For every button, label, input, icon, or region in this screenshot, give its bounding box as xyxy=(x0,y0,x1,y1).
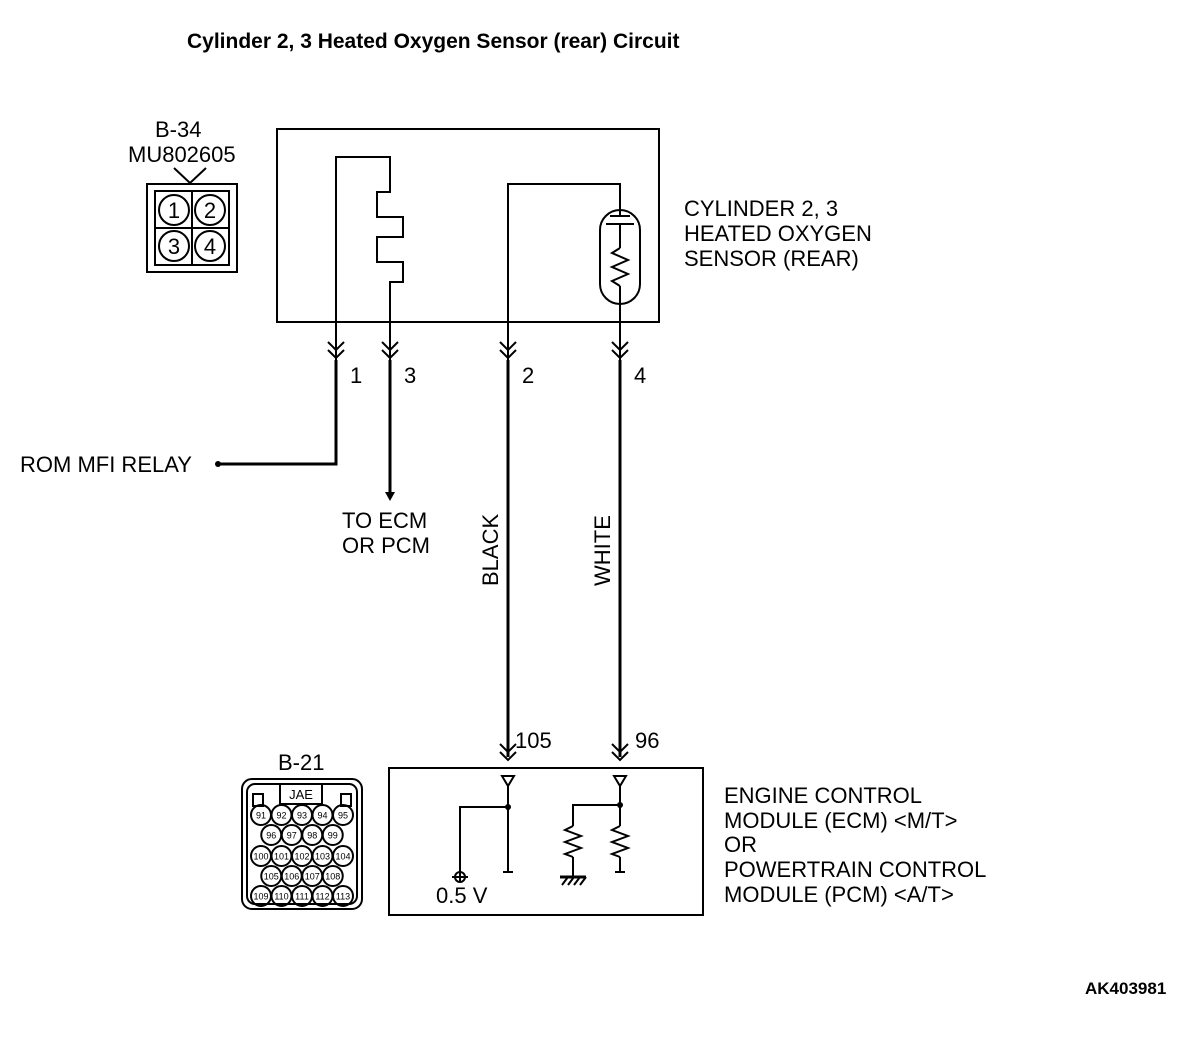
resistor-icon xyxy=(609,247,631,287)
ecm-module: 0.5 V ENGINE CONTROL MODULE (ECM) <M/T> … xyxy=(388,767,986,916)
connector-b21-pin-label: 106 xyxy=(284,872,299,882)
connector-b34-id: B-34 xyxy=(155,117,201,142)
terminal-chevron-icon xyxy=(611,743,629,754)
connector-b34-pin: 3 xyxy=(168,234,180,259)
connector-b21-pin-label: 100 xyxy=(253,852,268,862)
connector-latch-icon xyxy=(173,167,207,185)
pin-circle xyxy=(158,230,190,262)
voltage-label: 0.5 V xyxy=(436,883,488,908)
connector-b21-pin-label: 94 xyxy=(317,811,327,821)
connector-b21-pin-label: 105 xyxy=(264,872,279,882)
connector-b21-pin-label: 104 xyxy=(335,852,350,862)
connector-b21-id: B-21 xyxy=(278,750,324,775)
relay-label: ROM MFI RELAY xyxy=(20,452,192,477)
ecm-label-line2: MODULE (ECM) <M/T> xyxy=(724,808,957,833)
ecm-label-line1: ENGINE CONTROL xyxy=(724,783,922,808)
connector-b21-pin-circle xyxy=(332,804,354,826)
ecm-label-line4: POWERTRAIN CONTROL xyxy=(724,857,986,882)
connector-b21-pin-label: 93 xyxy=(297,811,307,821)
sensor-box xyxy=(276,128,660,323)
wire-color-black: BLACK xyxy=(478,514,503,586)
wire-black: BLACK 105 xyxy=(478,360,552,762)
connector-b21-pin-circle xyxy=(321,824,344,846)
sensor-label-line2: HEATED OXYGEN xyxy=(684,221,872,246)
sensor-label-line3: SENSOR (REAR) xyxy=(684,246,859,271)
wire-to-ecm: TO ECM OR PCM xyxy=(342,360,430,558)
diagram-title: Cylinder 2, 3 Heated Oxygen Sensor (rear… xyxy=(187,30,680,53)
pin-circle xyxy=(158,194,190,226)
connector-b34-pin: 4 xyxy=(204,234,216,259)
heater-element-icon xyxy=(335,156,404,322)
to-ecm-line1: TO ECM xyxy=(342,508,427,533)
sensor-connector-terminals: 1 3 2 4 xyxy=(327,322,646,388)
connector-b21-pin-label: 110 xyxy=(274,892,288,902)
connector-b21-brand-box xyxy=(279,783,323,805)
connector-b21-pin-label: 111 xyxy=(295,892,309,902)
connector-b21-pin-circle xyxy=(321,865,344,887)
wire-color-white: WHITE xyxy=(590,515,615,586)
connector-b34: B-34 MU802605 1 2 3 4 xyxy=(128,117,238,273)
resistor-icon xyxy=(562,825,584,858)
wire-end-dot-icon xyxy=(215,461,221,467)
sensor-pin-label: 2 xyxy=(522,363,534,388)
connector-b21-pin-label: 102 xyxy=(294,852,309,862)
connector-b34-pin: 2 xyxy=(204,198,216,223)
connector-b21-pin-label: 101 xyxy=(274,852,289,862)
terminal-chevron-icon xyxy=(499,743,517,754)
to-ecm-line2: OR PCM xyxy=(342,533,430,558)
terminal-icon xyxy=(500,775,516,788)
connector-b21-pin-label: 92 xyxy=(276,811,286,821)
connector-b21-pin-label: 95 xyxy=(338,811,348,821)
arrow-down-icon xyxy=(385,492,395,501)
connector-b21-pin-label: 107 xyxy=(305,872,320,882)
connector-b34-body xyxy=(146,183,238,273)
terminal-chevron-icon xyxy=(381,341,399,352)
connector-b34-part: MU802605 xyxy=(128,142,236,167)
connector-b21-pins: 91 92 93 94 95 96 97 98 99 100 101 102 103 104 105 106 1… xyxy=(250,804,354,907)
sensor-pin-label: 1 xyxy=(350,363,362,388)
ecm-box xyxy=(388,767,704,916)
sensor-pin-label: 4 xyxy=(634,363,646,388)
connector-b21-brand: JAE xyxy=(289,787,313,802)
sensor-label-line1: CYLINDER 2, 3 xyxy=(684,196,838,221)
connector-b21-pin-label: 97 xyxy=(287,831,297,841)
connector-b34-pin: 1 xyxy=(168,198,180,223)
terminal-chevron-icon xyxy=(499,341,517,352)
connector-b21-pin-circle xyxy=(332,885,354,907)
ecm-label-line5: MODULE (PCM) <A/T> xyxy=(724,882,954,907)
ecm-pin-label: 96 xyxy=(635,728,659,753)
connector-b21-pin-label: 112 xyxy=(315,892,329,902)
connector-b21-pin-label: 103 xyxy=(315,852,330,862)
terminal-chevron-icon xyxy=(327,341,345,352)
connector-b21-pin-label: 99 xyxy=(328,831,338,841)
connector-b21-pin-label: 91 xyxy=(256,811,266,821)
ecm-pin-label: 105 xyxy=(515,728,552,753)
pin-circle xyxy=(194,194,226,226)
connector-b21-pin-circle xyxy=(332,845,354,867)
wire-white: WHITE 96 xyxy=(590,360,659,762)
ground-icon xyxy=(560,875,587,886)
ecm-label-line3: OR xyxy=(724,832,757,857)
connector-b21-pin-label: 109 xyxy=(253,892,268,902)
connector-b21: B-21 JAE 91 92 93 94 95 96 97 98 99 100 101 102 103 1… xyxy=(241,750,363,910)
sensor-wire xyxy=(507,183,621,322)
sensor-pin-label: 3 xyxy=(404,363,416,388)
connector-b21-pin-label: 98 xyxy=(307,831,317,841)
pin-circle xyxy=(194,230,226,262)
figure-code: AK403981 xyxy=(1085,979,1166,998)
connector-b21-pin-label: 113 xyxy=(336,892,350,902)
terminal-icon xyxy=(612,775,628,788)
oxygen-sensor: CYLINDER 2, 3 HEATED OXYGEN SENSOR (REAR… xyxy=(276,128,872,323)
connector-b21-pin-label: 96 xyxy=(266,831,276,841)
terminal-chevron-icon xyxy=(611,341,629,352)
connector-b21-body xyxy=(241,778,363,910)
resistor-icon xyxy=(609,825,631,858)
wire-relay: ROM MFI RELAY xyxy=(20,360,338,477)
connector-b21-pin-label: 108 xyxy=(325,872,340,882)
